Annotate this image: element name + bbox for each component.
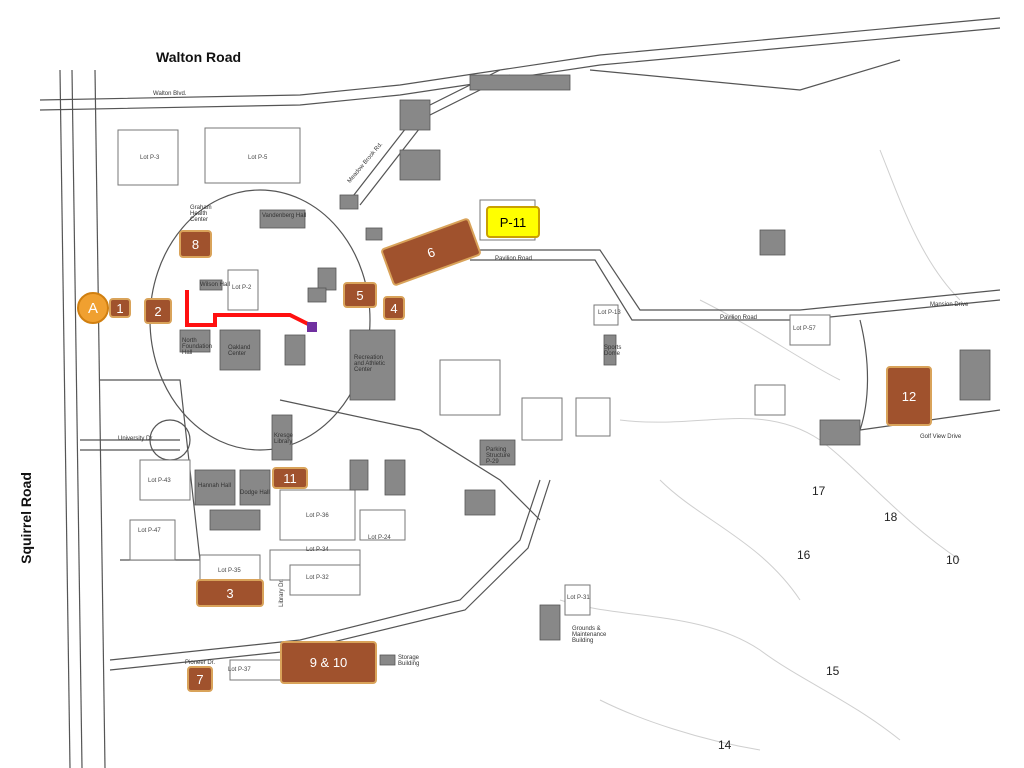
marker-7[interactable]: 7 — [187, 666, 213, 692]
library-dr-label: Library Dr. — [278, 579, 285, 607]
hole-17: 17 — [812, 484, 826, 498]
dodge-label: Dodge Hall — [240, 490, 270, 496]
lot-p2: Lot P-2 — [232, 285, 252, 291]
lot-p37: Lot P-37 — [228, 667, 251, 673]
marker-p11[interactable]: P-11 — [486, 206, 540, 238]
sports-dome-label: Sports Dome — [604, 345, 622, 357]
marker-5[interactable]: 5 — [343, 282, 377, 308]
parking-structure-label: Parking Structure P-29 — [486, 447, 511, 465]
walton-blvd-label: Walton Blvd. — [153, 91, 187, 97]
lot-p24: Lot P-24 — [368, 535, 391, 541]
lot-p43: Lot P-43 — [148, 478, 171, 484]
marker-9-10[interactable]: 9 & 10 — [280, 641, 377, 684]
hole-16: 16 — [797, 548, 811, 562]
rec-center-label: Recreation and Athletic Center — [354, 355, 386, 373]
lot-p36: Lot P-36 — [306, 513, 329, 519]
north-foundation-label: North Foundation Hall — [182, 338, 213, 356]
lot-p57: Lot P-57 — [793, 326, 816, 332]
marker-11[interactable]: 11 — [272, 467, 308, 489]
lot-p5: Lot P-5 — [248, 155, 268, 161]
roads — [39, 17, 1001, 768]
kresge-label: Kresge Library — [274, 433, 294, 445]
wilson-hall-label: Wilson Hall — [200, 282, 231, 288]
graham-health-label: Graham Health Center — [190, 205, 212, 223]
lot-p35: Lot P-35 — [218, 568, 241, 574]
lot-p13: Lot P-13 — [598, 310, 621, 316]
storage-label: Storage Building — [398, 655, 420, 667]
marker-8[interactable]: 8 — [179, 230, 212, 258]
hole-18: 18 — [884, 510, 898, 524]
lot-p34: Lot P-34 — [306, 547, 329, 553]
destination-marker[interactable] — [307, 322, 317, 332]
hole-15: 15 — [826, 664, 840, 678]
pavilion-road-label-2: Pavilion Road — [720, 315, 758, 321]
hole-10: 10 — [946, 553, 960, 567]
squirrel-road-label: Squirrel Road — [17, 472, 34, 564]
lot-p3: Lot P-3 — [140, 155, 160, 161]
marker-1[interactable]: 1 — [109, 298, 131, 318]
walton-road-label: Walton Road — [156, 49, 242, 65]
pavilion-road-label: Pavilion Road — [495, 256, 533, 262]
parking-lots — [117, 127, 831, 681]
marker-2[interactable]: 2 — [144, 298, 172, 324]
mansion-drive-label: Mansion Drive — [930, 302, 969, 308]
marker-3[interactable]: 3 — [196, 579, 264, 607]
university-dr-label: University Dr. — [118, 436, 154, 442]
marker-12[interactable]: 12 — [886, 366, 932, 426]
sport-fields — [439, 359, 786, 441]
golf-view-drive-label: Golf View Drive — [920, 434, 962, 440]
vandenberg-label: Vandenberg Hall — [262, 213, 307, 219]
walking-route — [185, 290, 311, 327]
oakland-center-label: Oakland Center — [228, 345, 251, 357]
marker-4[interactable]: 4 — [383, 296, 405, 320]
grounds-label: Grounds & Maintenance Building — [572, 626, 607, 644]
buildings — [179, 74, 991, 666]
lot-p32: Lot P-32 — [306, 575, 329, 581]
marker-a[interactable]: A — [77, 292, 109, 324]
lot-p47: Lot P-47 — [138, 528, 161, 534]
hole-14: 14 — [718, 738, 732, 752]
lot-p31: Lot P-31 — [567, 595, 590, 601]
pioneer-dr-label: Pioneer Dr. — [185, 660, 216, 666]
hannah-label: Hannah Hall — [198, 483, 232, 489]
